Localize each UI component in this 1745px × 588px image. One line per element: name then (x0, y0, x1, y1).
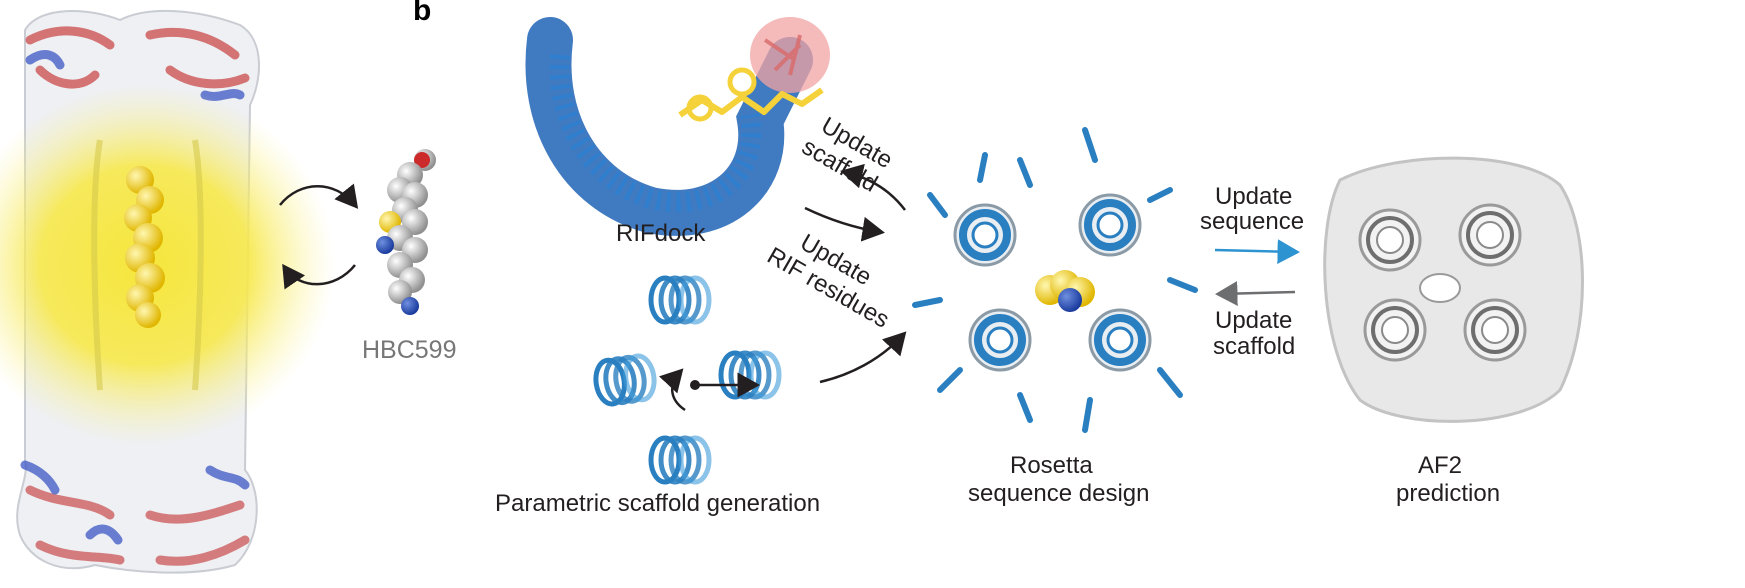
arrow-update-scaffold-2 (1220, 292, 1295, 294)
af2-bundle (1325, 158, 1583, 421)
update-scaffold-2b: scaffold (1213, 333, 1295, 361)
arrow-parametric-to-rosetta (820, 335, 903, 382)
label-rifdock: RIFdock (616, 220, 705, 248)
protein-surface-panel (0, 11, 335, 573)
update-sequence-2: sequence (1200, 208, 1304, 236)
parametric-coils (593, 278, 779, 482)
label-af2-1: AF2 (1418, 452, 1462, 480)
arrow-update-rif (805, 208, 880, 232)
hbc599-molecule (376, 149, 436, 315)
label-rosetta-2: sequence design (968, 480, 1149, 508)
rosetta-bundle (915, 130, 1195, 430)
molecule-label: HBC599 (362, 336, 457, 364)
label-parametric: Parametric scaffold generation (495, 490, 820, 518)
update-sequence-1: Update (1215, 183, 1292, 211)
panel-letter: b (413, 0, 431, 28)
update-scaffold-2a: Update (1215, 307, 1292, 335)
arrow-update-sequence (1215, 250, 1295, 252)
label-af2-2: prediction (1396, 480, 1500, 508)
rifdock-ensemble (548, 17, 830, 213)
label-rosetta-1: Rosetta (1010, 452, 1093, 480)
